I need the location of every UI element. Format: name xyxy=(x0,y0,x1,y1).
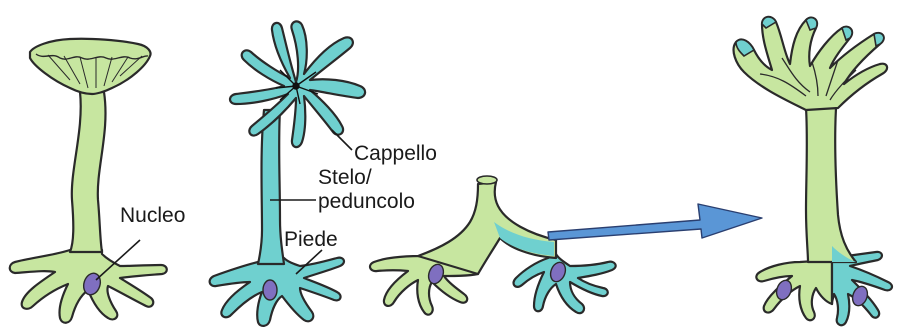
cyan-stalk xyxy=(258,110,284,264)
graft-stalk xyxy=(418,182,556,274)
regen-stalk xyxy=(806,108,856,262)
label-nucleus: Nucleo xyxy=(120,204,185,227)
graft-top-stub xyxy=(477,176,497,184)
green-cap xyxy=(30,39,151,94)
transition-arrow xyxy=(548,204,762,240)
label-foot: Piede xyxy=(284,228,338,251)
regen-cap xyxy=(734,17,888,110)
graft-right-foot xyxy=(514,254,616,313)
label-stalk-line1: Stelo/ xyxy=(318,166,372,189)
regen-left-foot xyxy=(756,260,832,320)
label-stalk-line2: peduncolo xyxy=(318,190,415,213)
organism-green-umbrella xyxy=(10,39,167,323)
cyan-nucleus xyxy=(263,280,277,300)
label-cap: Cappello xyxy=(354,142,437,165)
organism-regenerated xyxy=(734,17,892,325)
arrow-shape xyxy=(548,204,762,240)
green-stalk xyxy=(70,92,106,252)
